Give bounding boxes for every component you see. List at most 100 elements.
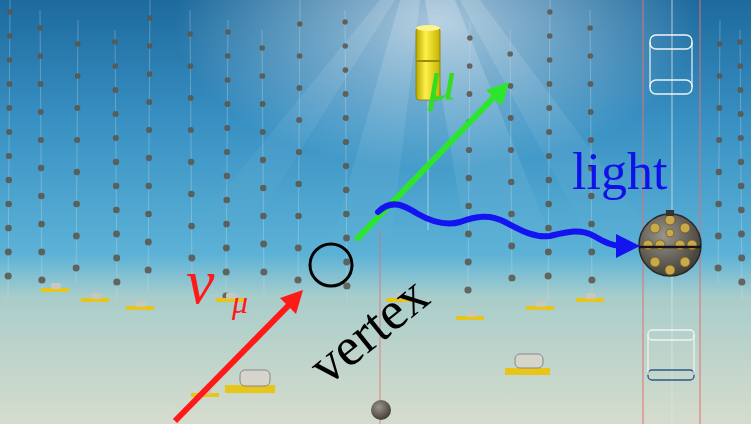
string-module bbox=[716, 169, 722, 175]
string-module bbox=[5, 225, 12, 232]
string-module bbox=[545, 249, 552, 256]
string-module bbox=[223, 221, 230, 228]
light-label: light bbox=[572, 146, 667, 198]
string-module bbox=[737, 39, 742, 44]
string-module bbox=[38, 276, 45, 283]
string-module bbox=[342, 19, 347, 24]
string-module bbox=[508, 274, 515, 281]
string-module bbox=[7, 33, 12, 38]
string-module bbox=[223, 268, 230, 275]
string-line bbox=[190, 10, 192, 284]
string-module bbox=[260, 241, 267, 248]
light-rays bbox=[200, 0, 650, 260]
string-module bbox=[145, 267, 152, 274]
light-arrow bbox=[378, 204, 640, 258]
string-module bbox=[147, 43, 153, 49]
string-module bbox=[716, 137, 722, 143]
string-module bbox=[738, 159, 744, 165]
string-module bbox=[295, 181, 301, 187]
string-module bbox=[715, 201, 722, 208]
string-module bbox=[7, 81, 13, 87]
string-module bbox=[113, 135, 119, 141]
string-module bbox=[508, 147, 514, 153]
string-module bbox=[546, 129, 552, 135]
string-module bbox=[716, 105, 722, 111]
string-module bbox=[73, 201, 80, 208]
string-module bbox=[74, 169, 80, 175]
string-module bbox=[343, 259, 350, 266]
muon-symbol: μ bbox=[428, 52, 456, 108]
string-module bbox=[464, 286, 471, 293]
string-module bbox=[145, 211, 152, 218]
string-module bbox=[295, 213, 302, 220]
string-module bbox=[343, 91, 349, 97]
string-module bbox=[508, 211, 515, 218]
string-line bbox=[226, 20, 228, 300]
string-module bbox=[738, 135, 744, 141]
string-module bbox=[37, 25, 42, 30]
string-module bbox=[224, 101, 230, 107]
string-module bbox=[75, 73, 81, 79]
string-module bbox=[507, 51, 513, 57]
string-module bbox=[113, 159, 119, 165]
string-module bbox=[738, 183, 744, 189]
string-module bbox=[738, 278, 745, 285]
string-module bbox=[75, 41, 80, 46]
string-module bbox=[508, 179, 514, 185]
string-module bbox=[187, 31, 192, 36]
string-module bbox=[467, 91, 473, 97]
string-module bbox=[259, 73, 265, 79]
string-module bbox=[546, 105, 552, 111]
string-module bbox=[343, 115, 349, 121]
string-module bbox=[225, 53, 231, 59]
string-module bbox=[260, 101, 266, 107]
string-module bbox=[260, 268, 267, 275]
string-module bbox=[738, 255, 745, 262]
base-unit bbox=[51, 283, 61, 289]
string-module bbox=[146, 183, 152, 189]
string-module bbox=[546, 153, 552, 159]
string-module bbox=[224, 149, 230, 155]
string-module bbox=[6, 105, 12, 111]
string-module bbox=[113, 255, 120, 262]
string-module bbox=[738, 111, 744, 117]
string-module bbox=[6, 177, 12, 183]
string-module bbox=[343, 211, 350, 218]
string-module bbox=[113, 87, 119, 93]
string-module bbox=[508, 115, 514, 121]
string-module bbox=[547, 81, 553, 87]
string-module bbox=[545, 201, 552, 208]
string-module bbox=[342, 43, 348, 49]
neutrino-subscript: μ bbox=[232, 286, 248, 318]
string-module bbox=[343, 139, 349, 145]
string-module bbox=[6, 129, 12, 135]
string-line bbox=[468, 20, 470, 292]
string-module bbox=[296, 149, 302, 155]
string-module bbox=[38, 137, 44, 143]
string-module bbox=[38, 109, 44, 115]
string-module bbox=[465, 231, 472, 238]
string-line bbox=[718, 20, 720, 284]
string-module bbox=[295, 245, 302, 252]
string-module bbox=[73, 265, 80, 272]
string-module bbox=[296, 85, 302, 91]
string-module bbox=[297, 21, 302, 26]
detector-strings bbox=[5, 0, 746, 300]
string-module bbox=[38, 249, 45, 256]
string-module bbox=[145, 239, 152, 246]
string-module bbox=[296, 117, 302, 123]
base-unit bbox=[515, 354, 543, 368]
string-module bbox=[223, 245, 230, 252]
string-module bbox=[188, 95, 194, 101]
string-module bbox=[73, 233, 80, 240]
string-module bbox=[588, 53, 594, 59]
string-module bbox=[224, 173, 230, 179]
string-module bbox=[7, 57, 13, 63]
vertex-circle bbox=[310, 244, 352, 286]
string-module bbox=[38, 81, 44, 87]
string-line bbox=[76, 20, 78, 284]
string-module bbox=[223, 197, 230, 204]
string-module bbox=[738, 231, 745, 238]
string-module bbox=[466, 175, 472, 181]
string-module bbox=[466, 147, 472, 153]
